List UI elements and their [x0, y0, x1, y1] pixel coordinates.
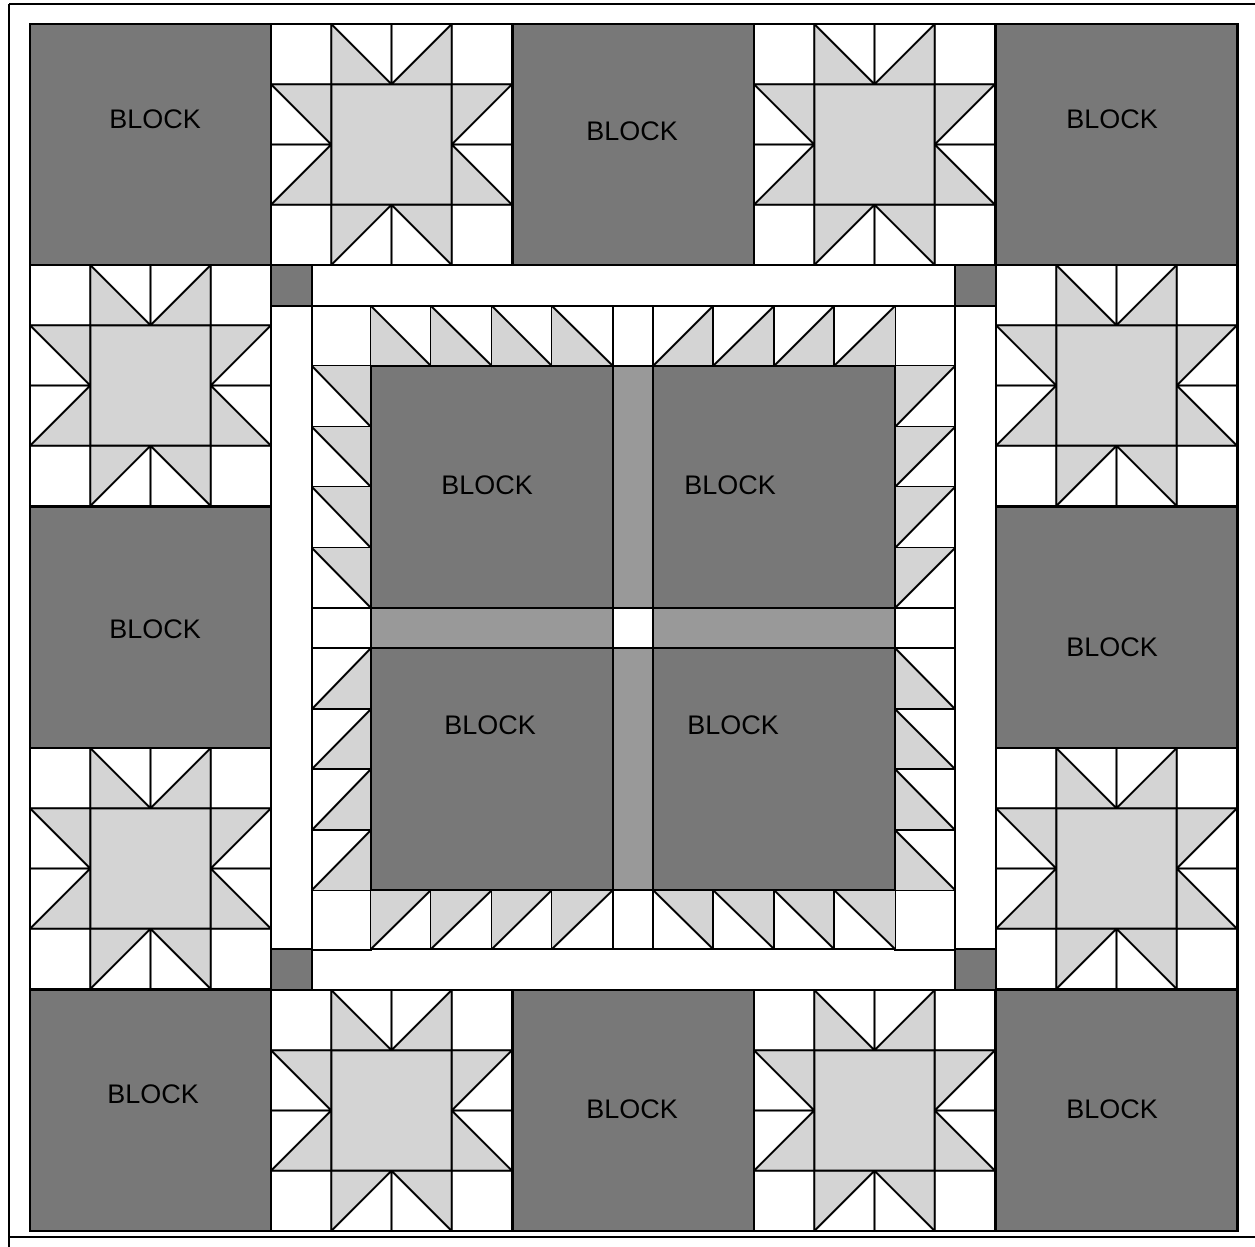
block-label: BLOCK	[586, 1094, 678, 1124]
outer-block: BLOCK	[30, 990, 271, 1231]
center-block: BLOCK	[371, 366, 613, 608]
outer-block: BLOCK	[513, 990, 754, 1231]
star-block	[271, 24, 512, 265]
border-corner-cell	[312, 306, 371, 366]
star-center	[814, 1050, 935, 1171]
block-label: BLOCK	[1066, 104, 1158, 134]
outer-block: BLOCK	[996, 24, 1237, 265]
star-block	[996, 265, 1237, 506]
star-center	[331, 84, 452, 205]
border-corner-cell	[312, 890, 371, 950]
block-label: BLOCK	[586, 116, 678, 146]
block-label: BLOCK	[1066, 632, 1158, 662]
center-block: BLOCK	[371, 648, 613, 890]
cornerstone	[955, 265, 996, 306]
star-center	[90, 808, 211, 929]
star-block	[30, 748, 271, 989]
block-label: BLOCK	[109, 614, 201, 644]
block-label: BLOCK	[109, 104, 201, 134]
star-block	[30, 265, 271, 506]
star-block	[996, 748, 1237, 989]
star-center	[90, 325, 211, 446]
outer-block: BLOCK	[30, 507, 271, 748]
cornerstone	[955, 949, 996, 990]
center-block: BLOCK	[653, 648, 895, 890]
center-square	[613, 608, 653, 648]
star-center	[814, 84, 935, 205]
block-label: BLOCK	[687, 710, 779, 740]
center-block: BLOCK	[653, 366, 895, 608]
star-center	[331, 1050, 452, 1171]
cornerstone	[271, 265, 312, 306]
block-label: BLOCK	[444, 710, 536, 740]
cornerstone	[271, 949, 312, 990]
border-corner-cell	[895, 306, 955, 366]
star-block	[754, 990, 995, 1231]
star-block	[271, 990, 512, 1231]
outer-block: BLOCK	[996, 507, 1237, 748]
star-block	[754, 24, 995, 265]
outer-block: BLOCK	[513, 24, 754, 265]
block-label: BLOCK	[107, 1079, 199, 1109]
star-center	[1056, 808, 1177, 929]
border-corner-cell	[895, 890, 955, 950]
center-medallion: BLOCK BLOCK BLOCK BLOCK	[371, 366, 895, 890]
star-center	[1056, 325, 1177, 446]
outer-block: BLOCK	[996, 990, 1237, 1231]
block-label: BLOCK	[441, 470, 533, 500]
block-label: BLOCK	[684, 470, 776, 500]
outer-block: BLOCK	[30, 24, 271, 265]
block-label: BLOCK	[1066, 1094, 1158, 1124]
